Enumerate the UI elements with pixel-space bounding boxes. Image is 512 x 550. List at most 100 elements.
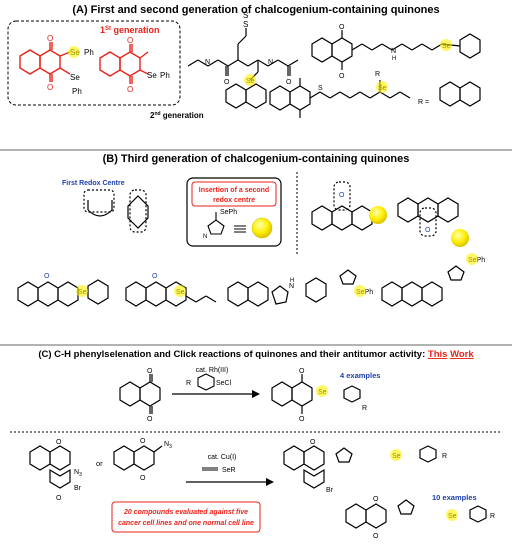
r-group-label: R: [442, 453, 447, 460]
second-gen-structure-2: [311, 30, 481, 70]
evaluation-note: cancer cell lines and one normal cell li…: [118, 520, 254, 527]
r-group-label: R: [490, 513, 495, 520]
phenyl-label: Ph: [84, 48, 94, 57]
examples-count: 10 examples: [432, 493, 477, 502]
oxygen-label: O: [373, 496, 379, 503]
section-c-title: (C) C-H phenylselenation and Click react…: [38, 349, 474, 360]
oxygen-label: O: [373, 533, 379, 540]
yellow-ball-icon: [451, 229, 469, 247]
oxygen-label: O: [310, 439, 316, 446]
reaction-arrow-head: [252, 390, 260, 398]
arylselenyl-chloride: [197, 373, 215, 391]
evaluation-note-box: [111, 501, 261, 533]
fused-quinone-2: [397, 197, 459, 237]
nitrogen-label: N: [203, 234, 207, 240]
click-product-1: [283, 445, 437, 489]
reagent-label: SeR: [222, 467, 236, 474]
first-gen-quinone-2: [99, 44, 149, 84]
selenium-label: Se: [147, 71, 157, 80]
azidomethyl-quinone: [113, 445, 163, 471]
selenium-highlight: [390, 449, 402, 461]
insertion-label: Insertion of a second: [199, 187, 269, 194]
oxygen-label: O: [339, 73, 345, 80]
oxygen-label: O: [147, 368, 153, 375]
click-product-2: [345, 499, 487, 529]
oxygen-label: O: [224, 79, 230, 86]
examples-count: 4 examples: [340, 371, 380, 380]
redox-centre-sketch: [83, 189, 149, 233]
hydrogen-label: H: [392, 56, 396, 62]
oxygen-label: O: [339, 192, 345, 199]
first-generation-label: 1St generation: [100, 25, 160, 35]
fused-quinone-1: [311, 181, 373, 231]
selenium-highlight: [316, 385, 328, 397]
section-a-title: (A) First and second generation of chalc…: [72, 4, 439, 16]
hydrogen-label: H: [290, 278, 294, 284]
oxygen-label: O: [286, 79, 292, 86]
reagent-label: SeCl: [216, 380, 232, 387]
bromo-azide-quinone: [29, 445, 71, 489]
selenium-highlight: [440, 39, 452, 51]
yellow-ball-icon: [251, 217, 273, 239]
or-label: or: [96, 459, 103, 468]
insertion-label: redox centre: [213, 197, 255, 204]
selenium-highlight: [244, 74, 256, 86]
oxygen-label: O: [56, 495, 62, 502]
selenium-highlight: [354, 285, 366, 297]
selenium-highlight: [376, 81, 388, 93]
oxygen-label: O: [56, 439, 62, 446]
oxygen-label: O: [299, 368, 305, 375]
naphthoquinone-start: [119, 374, 161, 414]
selenium-highlight: [174, 285, 186, 297]
nitrogen-label: N: [289, 283, 294, 290]
oxygen-label: O: [147, 416, 153, 423]
phenylselenyl-product: [271, 374, 361, 414]
oxygen-label: O: [127, 85, 133, 94]
reaction-arrow-head: [266, 478, 274, 486]
insertion-label-box: [191, 181, 277, 207]
sulfur-label: S: [318, 85, 323, 92]
selenium-label: Se: [70, 73, 80, 82]
r-group-label: R: [362, 405, 367, 412]
r-group-label: R: [375, 71, 380, 78]
selenium-highlight: [466, 253, 478, 265]
first-generation-box: [7, 20, 181, 106]
oxygen-label: O: [339, 24, 345, 31]
rh-catalyst-label: cat. Rh(III): [196, 367, 229, 374]
yellow-ball-icon: [369, 206, 387, 224]
oxygen-label: O: [299, 416, 305, 423]
oxygen-label: O: [47, 83, 53, 92]
azide-label: N3: [164, 441, 172, 450]
oxygen-label: O: [47, 34, 53, 43]
section-b-title: (B) Third generation of chalcogenium-con…: [103, 153, 410, 165]
sulfur-label: S: [243, 20, 248, 29]
oxygen-label: O: [140, 438, 146, 445]
insertion-box: [186, 177, 282, 247]
phenyl-label: Ph: [72, 87, 82, 96]
bromine-label: Br: [326, 487, 334, 494]
oxygen-label: O: [127, 36, 133, 45]
selenium-highlight: [68, 46, 80, 58]
selenium-highlight: [76, 285, 88, 297]
first-redox-label: First Redox Centre: [62, 180, 125, 187]
bromine-label: Br: [74, 485, 82, 492]
triazole-sketch: [207, 212, 225, 235]
nitrogen-label: N: [205, 59, 210, 66]
second-gen-structure-3: [269, 78, 481, 118]
oxygen-label: O: [140, 475, 146, 482]
second-gen-structure-1: [187, 28, 299, 109]
r-equals-label: R =: [418, 99, 429, 106]
first-gen-quinone-1: [19, 42, 71, 82]
second-generation-label: 2nd generation: [150, 111, 204, 120]
selenium-highlight: [446, 509, 458, 521]
sulfur-label: S: [243, 11, 248, 20]
seph-label: SePh: [220, 209, 237, 216]
evaluation-note: 20 compounds evaluated against five: [123, 509, 248, 516]
phenyl-label: Ph: [160, 71, 170, 80]
azide-label: N3: [74, 469, 82, 478]
oxygen-label: O: [44, 273, 50, 280]
nitrogen-label: N: [268, 59, 273, 66]
oxygen-label: O: [152, 273, 158, 280]
r-group-label: R: [186, 380, 191, 387]
